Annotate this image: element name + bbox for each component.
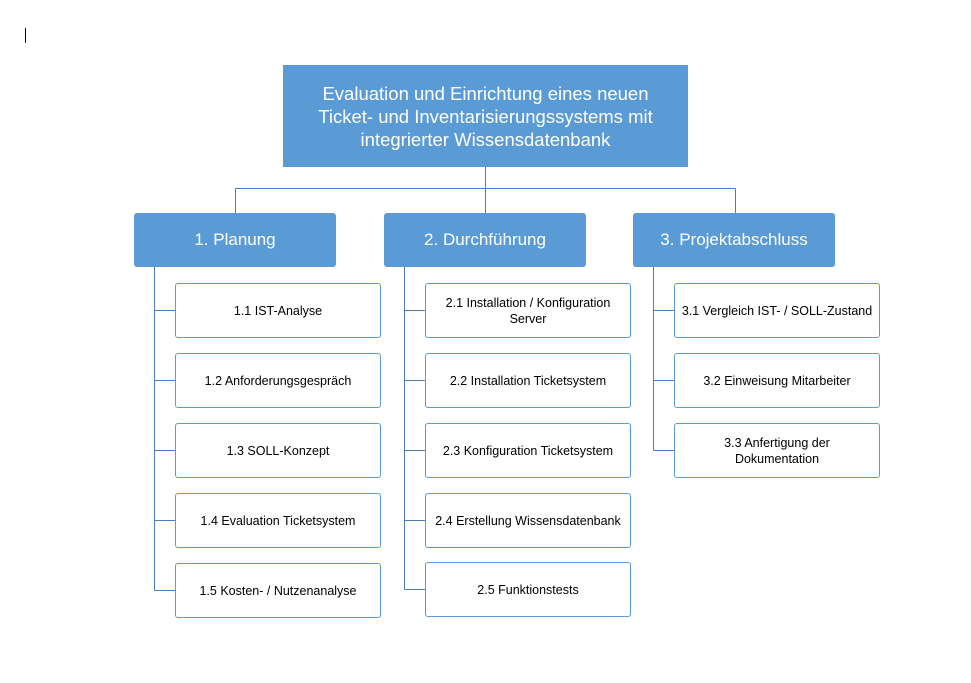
phase-label: 3. Projektabschluss bbox=[660, 230, 808, 249]
task-3-2-box: 3.2 Einweisung Mitarbeiter bbox=[674, 353, 880, 408]
task-label: 1.5 Kosten- / Nutzenanalyse bbox=[199, 583, 357, 598]
task-label: 1.3 SOLL-Konzept bbox=[226, 443, 330, 458]
project-title: Evaluation und Einrichtung eines neuen T… bbox=[318, 82, 653, 150]
task-3-1-box: 3.1 Vergleich IST- / SOLL-Zustand bbox=[674, 283, 880, 338]
task-1-5-box: 1.5 Kosten- / Nutzenanalyse bbox=[175, 563, 381, 618]
task-label: 1.2 Anforderungsgespräch bbox=[204, 373, 352, 388]
task-2-3-box: 2.3 Konfiguration Ticketsystem bbox=[425, 423, 631, 478]
task-label: 3.3 Anfertigung der Dokumentation bbox=[724, 435, 830, 466]
task-label: 1.1 IST-Analyse bbox=[233, 303, 323, 318]
phase-planung-box: 1. Planung bbox=[134, 213, 336, 267]
task-label: 1.4 Evaluation Ticketsystem bbox=[200, 513, 356, 528]
phase-label: 2. Durchführung bbox=[424, 230, 546, 249]
task-2-4-box: 2.4 Erstellung Wissensdatenbank bbox=[425, 493, 631, 548]
task-label: 2.5 Funktionstests bbox=[477, 582, 579, 597]
task-label: 2.1 Installation / Konfiguration Server bbox=[445, 295, 611, 326]
task-2-1-box: 2.1 Installation / Konfiguration Server bbox=[425, 283, 631, 338]
project-title-box: Evaluation und Einrichtung eines neuen T… bbox=[283, 65, 688, 167]
phase-label: 1. Planung bbox=[194, 230, 276, 249]
task-label: 3.2 Einweisung Mitarbeiter bbox=[703, 373, 851, 388]
task-3-3-box: 3.3 Anfertigung der Dokumentation bbox=[674, 423, 880, 478]
task-1-3-box: 1.3 SOLL-Konzept bbox=[175, 423, 381, 478]
task-2-5-box: 2.5 Funktionstests bbox=[425, 562, 631, 617]
task-1-4-box: 1.4 Evaluation Ticketsystem bbox=[175, 493, 381, 548]
task-1-1-box: 1.1 IST-Analyse bbox=[175, 283, 381, 338]
phase-projektabschluss-box: 3. Projektabschluss bbox=[633, 213, 835, 267]
task-1-2-box: 1.2 Anforderungsgespräch bbox=[175, 353, 381, 408]
phase-durchfuehrung-box: 2. Durchführung bbox=[384, 213, 586, 267]
task-label: 2.2 Installation Ticketsystem bbox=[449, 373, 607, 388]
task-label: 3.1 Vergleich IST- / SOLL-Zustand bbox=[681, 303, 873, 318]
task-label: 2.4 Erstellung Wissensdatenbank bbox=[435, 513, 621, 528]
text-cursor bbox=[25, 28, 26, 43]
task-label: 2.3 Konfiguration Ticketsystem bbox=[442, 443, 614, 458]
task-2-2-box: 2.2 Installation Ticketsystem bbox=[425, 353, 631, 408]
